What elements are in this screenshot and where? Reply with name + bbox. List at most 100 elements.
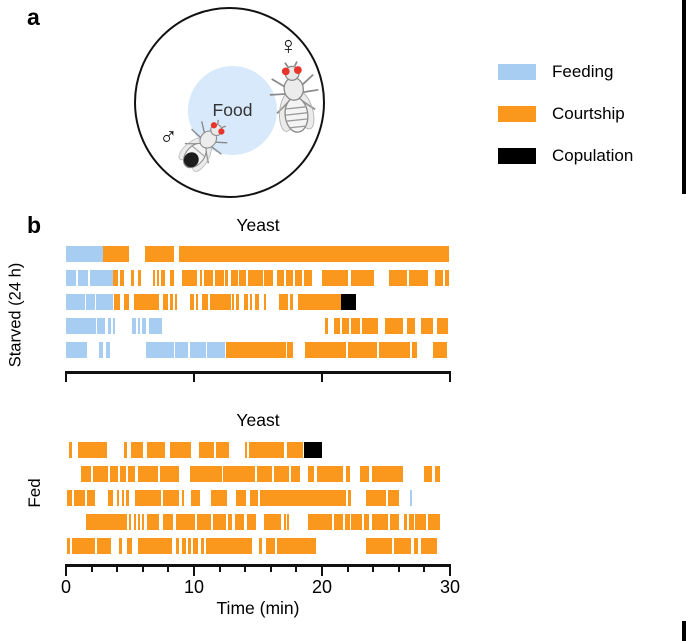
behavior-segment-courtship (259, 490, 346, 506)
legend-swatch-copulation (498, 148, 536, 164)
behavior-segment-courtship (145, 246, 175, 262)
behavior-segment-courtship (119, 270, 124, 286)
behavior-segment-courtship (169, 442, 191, 458)
female-symbol: ♀ (279, 32, 298, 60)
behavior-segment-courtship (191, 490, 201, 506)
behavior-segment-courtship (80, 466, 91, 482)
panel-a-label: a (27, 4, 40, 30)
behavior-segment-courtship (174, 294, 177, 310)
behavior-segment-courtship (162, 514, 174, 530)
behavior-segment-feeding (66, 270, 76, 286)
x-tick-label: 20 (311, 577, 333, 597)
behavior-segment-courtship (131, 270, 135, 286)
behavior-segment-courtship (290, 466, 300, 482)
x-tick-minor-fed (295, 566, 298, 572)
behavior-segment-courtship (114, 294, 121, 310)
behavior-segment-feeding (66, 342, 88, 358)
behavior-segment-courtship (77, 442, 107, 458)
behavior-segment-courtship (264, 514, 282, 530)
behavior-segment-courtship (365, 490, 386, 506)
behavior-segment-courtship (341, 318, 349, 334)
behavior-segment-courtship (388, 270, 407, 286)
behavior-segment-courtship (163, 294, 168, 310)
behavior-segment-feeding (77, 270, 88, 286)
behavior-segment-courtship (225, 270, 228, 286)
behavior-segment-courtship (137, 270, 141, 286)
behavior-segment-courtship (67, 490, 72, 506)
behavior-segment-courtship (189, 466, 222, 482)
behavior-segment-courtship (181, 538, 186, 554)
behavior-segment-feeding (89, 270, 113, 286)
behavior-segment-feeding (207, 342, 226, 358)
behavior-segment-courtship (347, 342, 378, 358)
behavior-segment-courtship (211, 490, 227, 506)
behavior-segment-courtship (128, 466, 136, 482)
behavior-segment-courtship (73, 490, 86, 506)
behavior-segment-feeding (112, 318, 115, 334)
behavior-segment-courtship (389, 514, 400, 530)
raster-row-starved-3 (66, 294, 450, 310)
behavior-segment-courtship (200, 270, 203, 286)
behavior-segment-courtship (146, 442, 166, 458)
behavior-segment-courtship (250, 294, 253, 310)
x-tick-minor-fed (397, 566, 400, 572)
behavior-segment-courtship (67, 538, 70, 554)
behavior-segment-courtship (266, 538, 276, 554)
behavior-segment-courtship (96, 538, 112, 554)
behavior-segment-feeding (409, 490, 412, 506)
behavior-segment-courtship (216, 442, 230, 458)
behavior-segment-courtship (116, 490, 119, 506)
page-border-bottom-right (682, 621, 686, 641)
x-tick-major-fed (320, 566, 324, 576)
behavior-segment-courtship (146, 514, 159, 530)
behavior-segment-courtship (142, 514, 145, 530)
behavior-segment-courtship (394, 538, 411, 554)
behavior-segment-courtship (365, 538, 393, 554)
behavior-segment-courtship (435, 270, 443, 286)
behavior-segment-courtship (124, 442, 127, 458)
behavior-segment-courtship (411, 342, 418, 358)
behavior-segment-courtship (304, 270, 313, 286)
behavior-segment-feeding (189, 342, 206, 358)
behavior-segment-courtship (254, 294, 259, 310)
behavior-segment-courtship (85, 514, 127, 530)
behavior-segment-courtship (169, 270, 175, 286)
behavior-segment-courtship (160, 270, 165, 286)
behavior-segment-copulation (341, 294, 356, 310)
behavior-segment-courtship (316, 466, 344, 482)
legend-item-copulation: Copulation (498, 147, 658, 165)
behavior-segment-courtship (246, 514, 257, 530)
behavior-segment-courtship (130, 442, 144, 458)
behavior-segment-courtship (137, 466, 159, 482)
behavior-segment-feeding (66, 246, 103, 262)
behavior-segment-courtship (181, 270, 197, 286)
behavior-segment-feeding (175, 342, 188, 358)
behavior-segment-courtship (322, 270, 348, 286)
behavior-segment-courtship (290, 294, 293, 310)
x-tick-minor-fed (167, 566, 170, 572)
legend-label-copulation: Copulation (552, 146, 634, 165)
behavior-segment-courtship (387, 490, 399, 506)
behavior-segment-courtship (403, 514, 408, 530)
behavior-segment-courtship (153, 270, 155, 286)
behavior-segment-courtship (277, 270, 285, 286)
behavior-segment-courtship (379, 342, 410, 358)
behavior-segment-courtship (245, 442, 248, 458)
behavior-segment-courtship (133, 514, 136, 530)
behavior-segment-courtship (247, 270, 263, 286)
male-symbol: ♂ (159, 123, 178, 151)
behavior-segment-courtship (409, 270, 429, 286)
behavior-segment-courtship (119, 466, 127, 482)
behavior-segment-courtship (201, 538, 204, 554)
behavior-segment-courtship (347, 490, 351, 506)
behavior-segment-courtship (351, 270, 375, 286)
behavior-segment-courtship (287, 442, 303, 458)
behavior-segment-courtship (371, 514, 388, 530)
behavior-segment-courtship (123, 294, 129, 310)
x-tick-minor-fed (423, 566, 426, 572)
ylabel-starved: Starved (24 h) (6, 262, 25, 368)
behavior-segment-courtship (196, 514, 211, 530)
behavior-segment-courtship (204, 270, 214, 286)
x-axis-starved (64, 371, 452, 374)
behavior-segment-courtship (307, 466, 315, 482)
